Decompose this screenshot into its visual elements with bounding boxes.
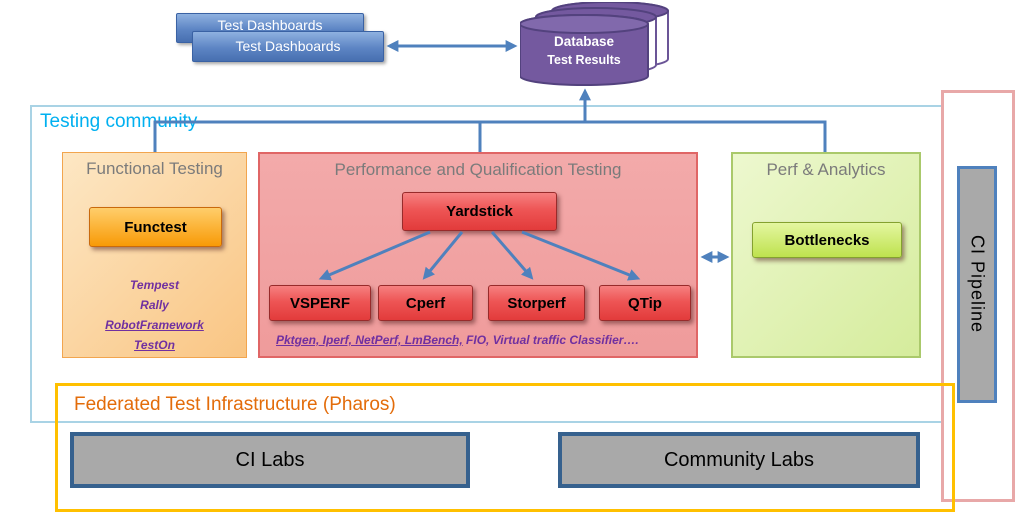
test-dashboards-label: Test Dashboards bbox=[235, 38, 341, 54]
perf-analytics-box: Perf & Analytics Bottlenecks bbox=[731, 152, 921, 358]
ci-pipeline-label: CI Pipeline bbox=[967, 235, 988, 334]
cperf-button: Cperf bbox=[378, 285, 473, 321]
ci-labs-box: CI Labs bbox=[70, 432, 470, 488]
functest-button: Functest bbox=[89, 207, 222, 247]
functional-tools-list: Tempest Rally RobotFramework TestOn bbox=[63, 275, 246, 355]
ci-pipeline-outer-frame bbox=[941, 90, 1015, 502]
test-dashboards-card: Test Dashboards bbox=[192, 31, 384, 62]
vsperf-button: VSPERF bbox=[269, 285, 371, 321]
database-icon bbox=[520, 2, 669, 86]
federated-infrastructure-title: Federated Test Infrastructure (Pharos) bbox=[74, 394, 396, 415]
performance-testing-box: Performance and Qualification Testing Ya… bbox=[258, 152, 698, 358]
testing-community-title: Testing community bbox=[40, 111, 198, 132]
perf-analytics-title: Perf & Analytics bbox=[766, 160, 886, 179]
bottlenecks-button: Bottlenecks bbox=[752, 222, 902, 258]
federated-infrastructure-box: Federated Test Infrastructure (Pharos) bbox=[55, 383, 955, 512]
performance-tools-note: Pktgen, Iperf, NetPerf, LmBench, FIO, Vi… bbox=[276, 333, 686, 347]
test-dashboards-back-label: Test Dashboards bbox=[217, 17, 323, 33]
tool-robotframework: RobotFramework bbox=[105, 318, 204, 332]
tool-teston: TestOn bbox=[134, 338, 175, 352]
tool-tempest: Tempest bbox=[130, 278, 179, 292]
performance-tools-underlined: Pktgen, Iperf, NetPerf, LmBench, bbox=[276, 333, 463, 347]
performance-testing-title: Performance and Qualification Testing bbox=[334, 160, 622, 179]
database-title: Database bbox=[553, 34, 615, 49]
community-labs-box: Community Labs bbox=[558, 432, 920, 488]
storperf-button: Storperf bbox=[488, 285, 585, 321]
yardstick-button: Yardstick bbox=[402, 192, 557, 231]
performance-tools-rest: FIO, Virtual traffic Classifier…. bbox=[462, 333, 639, 347]
database-labels: Database Test Results bbox=[520, 32, 648, 70]
ci-pipeline-bar: CI Pipeline bbox=[957, 166, 997, 403]
functional-testing-box: Functional Testing Functest Tempest Rall… bbox=[62, 152, 247, 358]
database-subtitle: Test Results bbox=[547, 53, 621, 67]
functional-testing-title: Functional Testing bbox=[86, 159, 223, 178]
qtip-button: QTip bbox=[599, 285, 691, 321]
tool-rally: Rally bbox=[140, 298, 169, 312]
